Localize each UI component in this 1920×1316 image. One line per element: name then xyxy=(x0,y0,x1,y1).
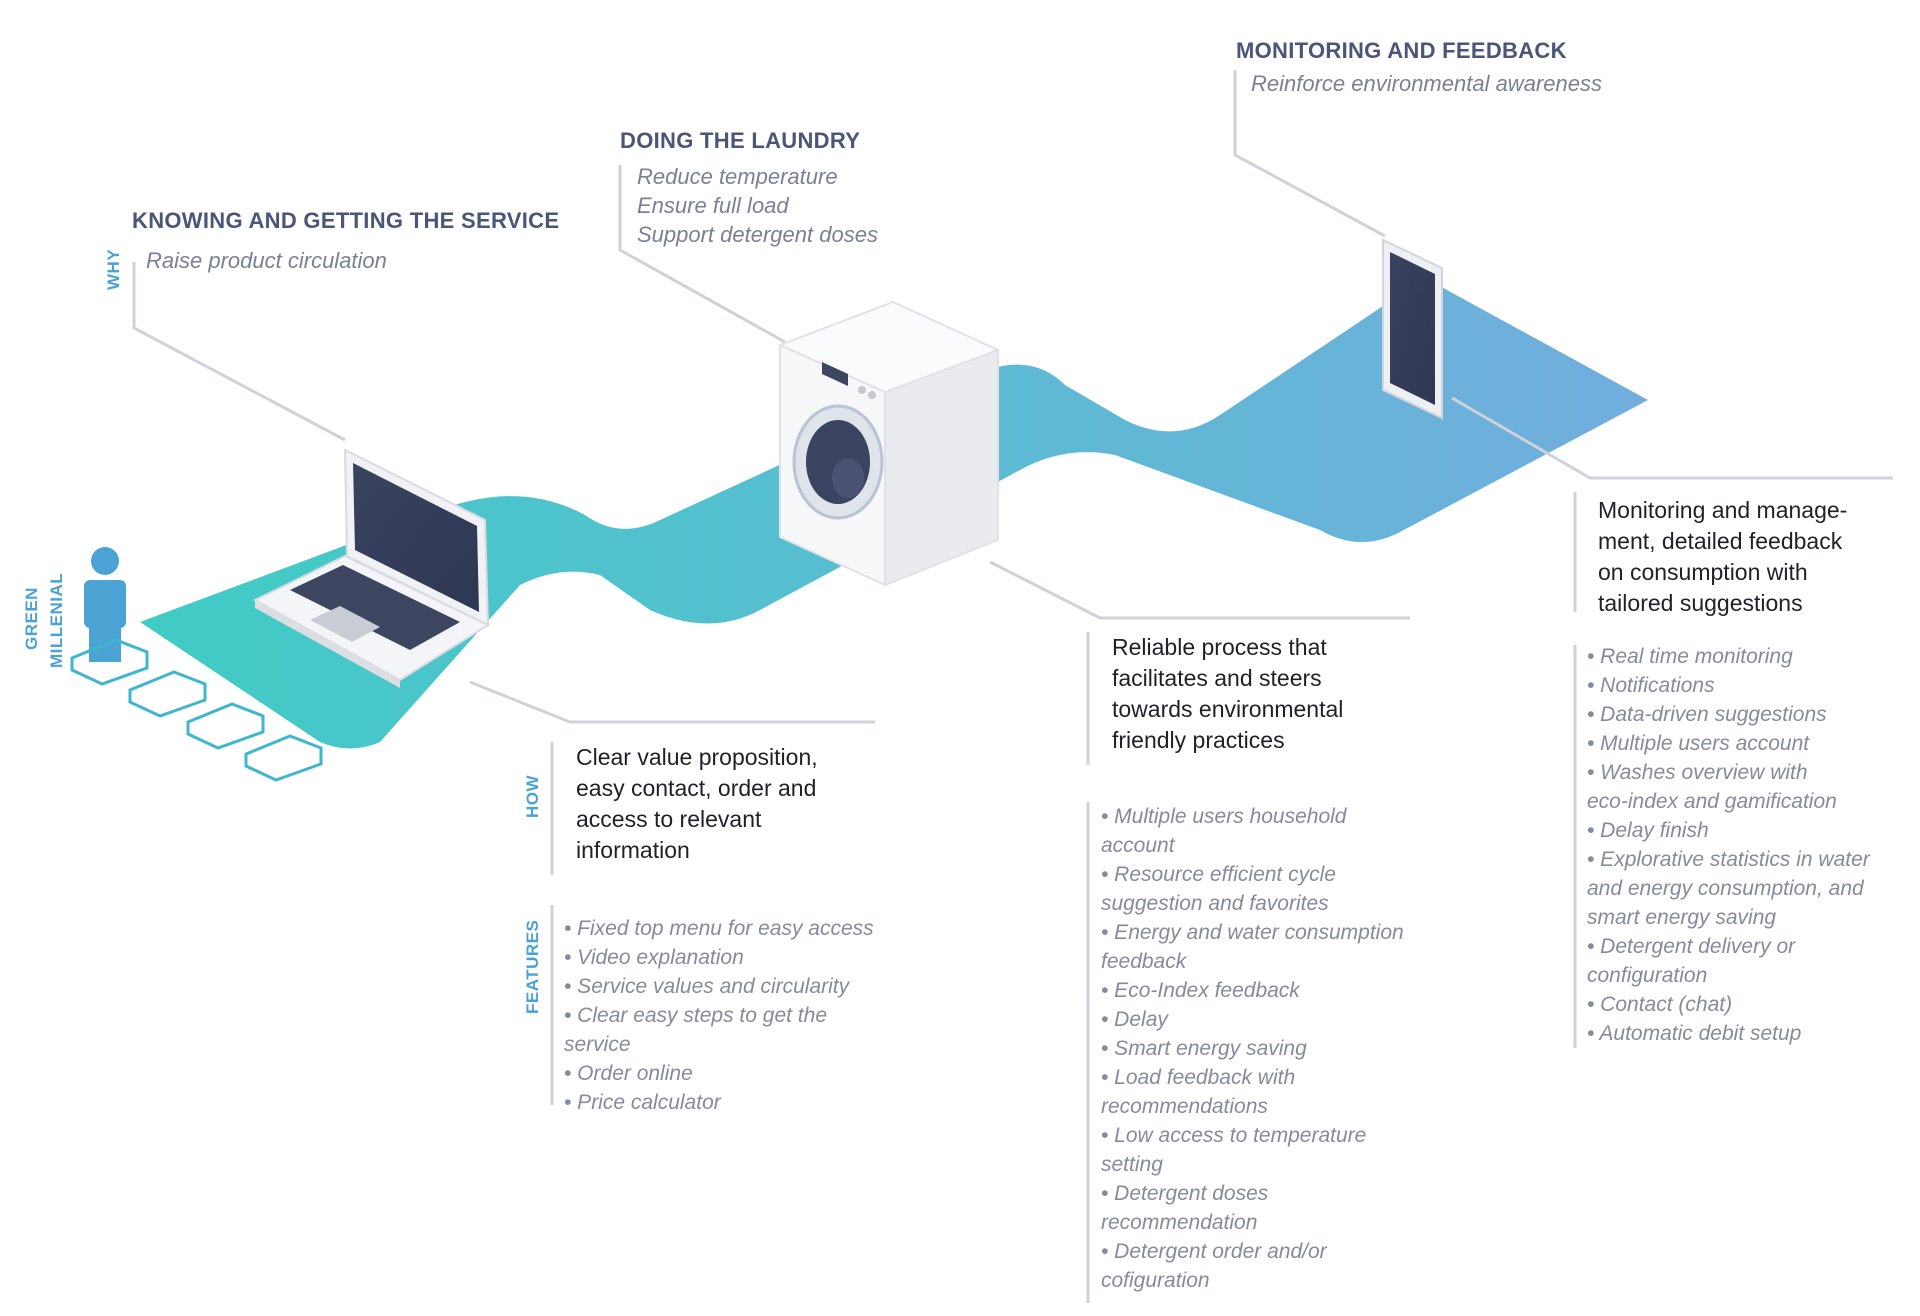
feature-item: cofiguration xyxy=(1101,1269,1210,1292)
description-line: easy contact, order and xyxy=(576,775,817,801)
features-list-laundry: • Multiple users household account • Res… xyxy=(1101,802,1404,1295)
description-line: ment, detailed feedback xyxy=(1598,528,1843,554)
feature-item: • Delay xyxy=(1101,1008,1168,1031)
feature-item: configuration xyxy=(1587,964,1708,987)
feature-item: • Detergent order and/or xyxy=(1101,1240,1327,1263)
footstep-icon xyxy=(244,734,323,782)
feature-item: • Data-driven suggestions xyxy=(1587,703,1827,726)
description-monitoring: Monitoring and manage- ment, detailed fe… xyxy=(1598,495,1847,619)
footsteps xyxy=(70,638,323,782)
footstep-icon xyxy=(186,702,265,750)
persona-label-line1: GREEN xyxy=(22,587,41,650)
why-list-monitoring: Reinforce environmental awareness xyxy=(1251,69,1602,98)
footstep-icon xyxy=(128,670,207,718)
feature-item: setting xyxy=(1101,1153,1163,1176)
washing-machine-icon xyxy=(777,300,1001,587)
description-line: tailored suggestions xyxy=(1598,590,1803,616)
feature-item: smart energy saving xyxy=(1587,906,1777,929)
feature-item: • Eco-Index feedback xyxy=(1101,979,1300,1002)
description-line: towards environmental xyxy=(1112,696,1344,722)
person-icon xyxy=(84,547,126,662)
stage-title-monitoring: MONITORING AND FEEDBACK xyxy=(1236,38,1567,63)
why-label: WHY xyxy=(104,248,123,290)
feature-item: • Detergent doses xyxy=(1101,1182,1269,1205)
why-item: Reduce temperature xyxy=(637,164,838,189)
feature-item: • Video explanation xyxy=(564,946,744,969)
feature-item: • Service values and circularity xyxy=(564,975,850,998)
description-line: access to relevant xyxy=(576,806,762,832)
feature-item: recommendations xyxy=(1101,1095,1268,1118)
features-list-knowing: • Fixed top menu for easy access • Video… xyxy=(564,914,874,1117)
feature-item: • Contact (chat) xyxy=(1587,993,1733,1016)
feature-item: and energy consumption, and xyxy=(1587,877,1864,900)
feature-item: recommendation xyxy=(1101,1211,1258,1234)
feature-item: • Multiple users account xyxy=(1587,732,1810,755)
feature-item: feedback xyxy=(1101,950,1187,973)
description-knowing: Clear value proposition, easy contact, o… xyxy=(576,742,818,866)
feature-item: • Automatic debit setup xyxy=(1587,1022,1802,1045)
feature-item: • Explorative statistics in water xyxy=(1587,848,1870,871)
description-line: friendly practices xyxy=(1112,727,1285,753)
description-line: Reliable process that xyxy=(1112,634,1327,660)
footstep-icon xyxy=(70,638,149,686)
feature-item: • Energy and water consumption xyxy=(1101,921,1404,944)
description-line: facilitates and steers xyxy=(1112,665,1322,691)
feature-item: • Price calculator xyxy=(564,1091,721,1114)
feature-item: • Low access to temperature xyxy=(1101,1124,1367,1147)
description-line: Monitoring and manage- xyxy=(1598,497,1848,523)
feature-item: • Detergent delivery or xyxy=(1587,935,1796,958)
feature-item: • Washes overview with xyxy=(1587,761,1808,784)
feature-item: • Fixed top menu for easy access xyxy=(564,917,874,940)
feature-item: eco-index and gamification xyxy=(1587,790,1837,813)
feature-item: • Notifications xyxy=(1587,674,1715,697)
why-list-laundry: Reduce temperature Ensure full load Supp… xyxy=(637,162,878,249)
feature-item: suggestion and favorites xyxy=(1101,892,1329,915)
why-item: Raise product circulation xyxy=(146,248,387,273)
feature-item: • Clear easy steps to get the xyxy=(564,1004,827,1027)
feature-item: • Order online xyxy=(564,1062,693,1085)
feature-item: • Smart energy saving xyxy=(1101,1037,1307,1060)
smartphone-icon xyxy=(1382,238,1443,420)
stage-title-laundry: DOING THE LAUNDRY xyxy=(620,128,861,153)
features-label: FEATURES xyxy=(523,919,542,1014)
persona-label-line2: MILLENIAL xyxy=(47,572,66,668)
why-list-knowing: Raise product circulation xyxy=(146,246,387,275)
feature-item: account xyxy=(1101,834,1175,857)
leader-lines xyxy=(132,70,1893,1303)
feature-item: • Resource efficient cycle xyxy=(1101,863,1336,886)
features-list-monitoring: • Real time monitoring • Notifications •… xyxy=(1587,642,1870,1048)
feature-item: • Multiple users household xyxy=(1101,805,1347,828)
description-line: on consumption with xyxy=(1598,559,1808,585)
feature-item: service xyxy=(564,1033,631,1056)
why-item: Ensure full load xyxy=(637,193,789,218)
feature-item: • Delay finish xyxy=(1587,819,1709,842)
how-label: HOW xyxy=(523,774,542,818)
feature-item: • Load feedback with xyxy=(1101,1066,1296,1089)
stage-title-knowing: KNOWING AND GETTING THE SERVICE xyxy=(132,208,560,233)
laptop-icon xyxy=(252,448,491,688)
feature-item: • Real time monitoring xyxy=(1587,645,1793,668)
why-item: Support detergent doses xyxy=(637,222,878,247)
description-laundry: Reliable process that facilitates and st… xyxy=(1112,632,1343,756)
why-item: Reinforce environmental awareness xyxy=(1251,71,1602,96)
description-line: Clear value proposition, xyxy=(576,744,818,770)
description-line: information xyxy=(576,837,690,863)
